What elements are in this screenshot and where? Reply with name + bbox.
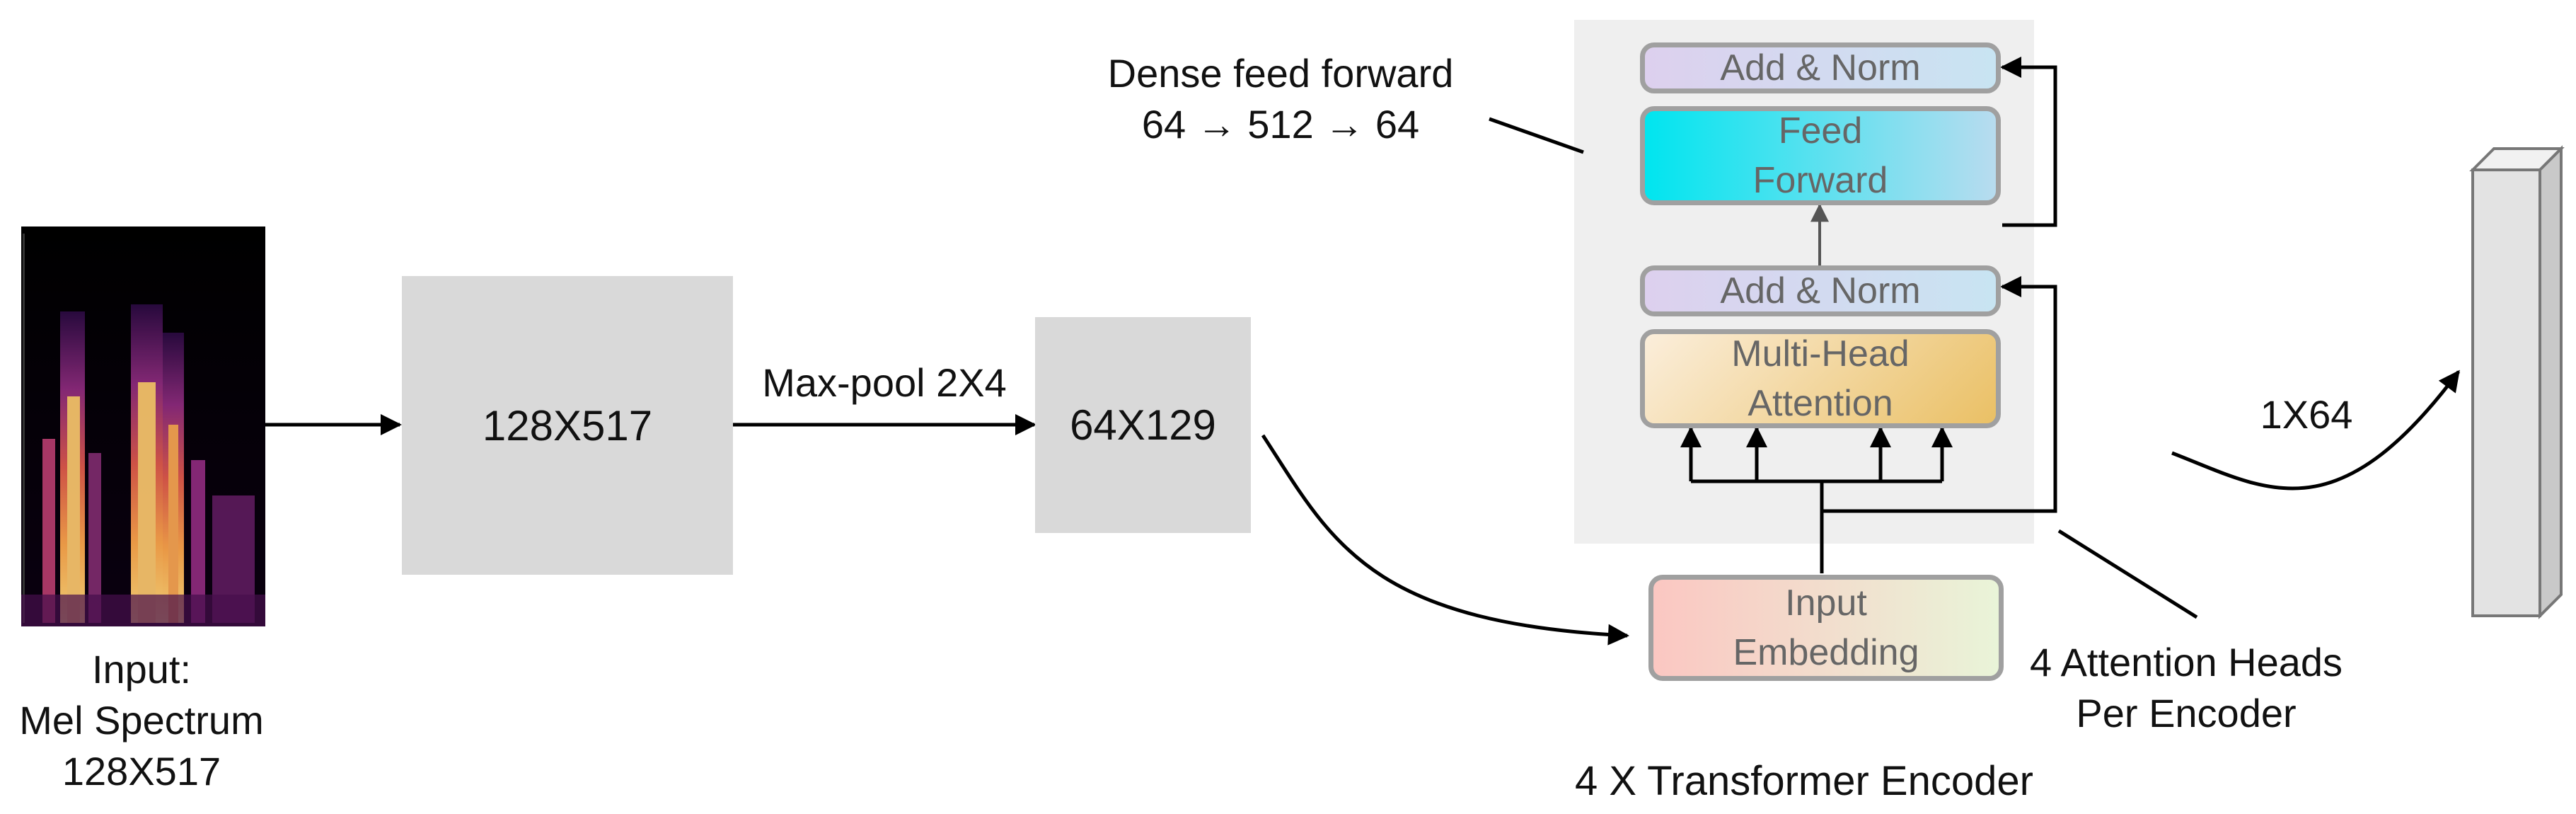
mha-line2: Attention	[1748, 383, 1893, 424]
feed-forward-box: Feed Forward	[1640, 106, 2001, 205]
add-norm-top-label: Add & Norm	[1720, 47, 1921, 88]
add-norm-bottom-label: Add & Norm	[1720, 270, 1921, 311]
output-label: 1X64	[2260, 392, 2353, 437]
add-norm-top: Add & Norm	[1640, 42, 2001, 93]
output-vector	[2469, 145, 2565, 619]
ff-note-line1: Dense feed forward	[1107, 51, 1454, 96]
feature-map-128x517-label: 128X517	[482, 401, 653, 449]
heads-note-pointer	[2057, 529, 2198, 619]
feature-map-64x129-label: 64X129	[1070, 401, 1216, 449]
maxpool-label: Max-pool 2X4	[762, 360, 1007, 405]
encoder-connectors	[1680, 57, 2057, 573]
embedding-line2: Embedding	[1733, 632, 1919, 673]
heads-note-line1: 4 Attention Heads	[2029, 640, 2343, 684]
input-caption: Input: Mel Spectrum 128X517	[0, 644, 283, 797]
heads-note: 4 Attention Heads Per Encoder	[2002, 637, 2370, 739]
multi-head-attention-label: Multi-Head Attention	[1731, 329, 1909, 428]
feed-forward-line1: Feed	[1778, 110, 1863, 151]
multi-head-attention-box: Multi-Head Attention	[1640, 329, 2001, 428]
add-norm-bottom: Add & Norm	[1640, 265, 2001, 316]
input-embedding-box: Input Embedding	[1648, 575, 2004, 681]
input-embedding-label: Input Embedding	[1733, 578, 1919, 677]
heads-note-line2: Per Encoder	[2076, 691, 2297, 735]
feed-forward-label: Feed Forward	[1753, 106, 1888, 205]
input-caption-line2: Mel Spectrum	[19, 698, 264, 743]
mel-spectrum-image	[21, 227, 265, 626]
ff-note-pointer	[1489, 117, 1584, 154]
arrow-to-output	[2171, 369, 2461, 491]
ff-note: Dense feed forward 64 → 512 → 64	[1075, 48, 1486, 150]
arrow-to-embedding	[1261, 434, 1629, 646]
input-caption-line3: 128X517	[62, 749, 221, 793]
ff-note-line2: 64 → 512 → 64	[1141, 102, 1420, 147]
encoder-caption: 4 X Transformer Encoder	[1575, 758, 2033, 804]
input-caption-line1: Input:	[91, 647, 192, 692]
embedding-line1: Input	[1785, 583, 1867, 624]
feature-map-64x129: 64X129	[1035, 317, 1251, 533]
mha-line1: Multi-Head	[1731, 333, 1910, 374]
feed-forward-line2: Forward	[1752, 160, 1888, 201]
feature-map-128x517: 128X517	[402, 276, 733, 575]
